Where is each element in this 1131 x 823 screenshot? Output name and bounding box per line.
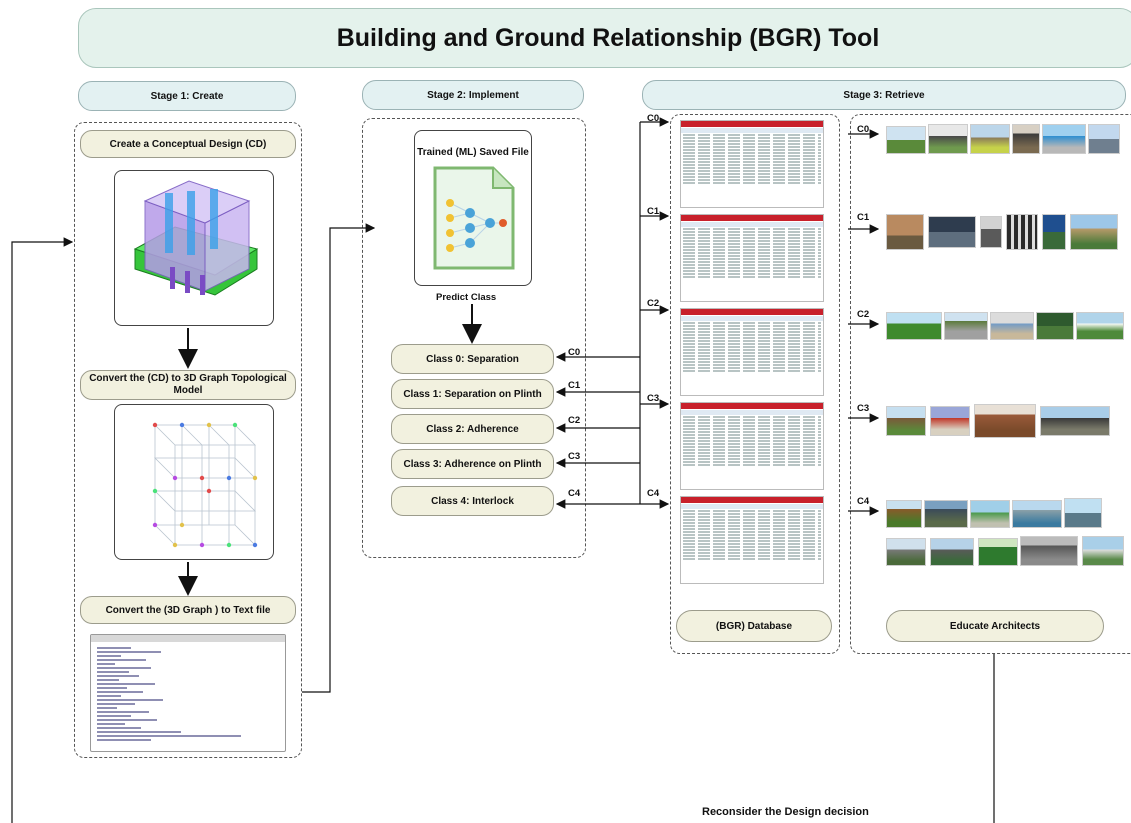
neural-network-file-icon [433,166,515,270]
building-photo [1012,124,1040,154]
img-code-c3: C3 [857,403,870,414]
convert-to-graph-step: Convert the (CD) to 3D Graph Topological… [80,370,296,400]
reconsider-design-label: Reconsider the Design decision [702,806,869,818]
building-photo [886,312,942,340]
img-code-c4: C4 [857,496,870,507]
building-photo [1088,124,1120,154]
building-photo [886,214,924,250]
educate-architects-label: Educate Architects [886,610,1104,642]
building-photo [1082,536,1124,566]
database-container [670,114,840,654]
building-photo [990,312,1034,340]
building-photo [886,406,926,436]
building-photo [930,538,974,566]
building-photo [886,126,926,154]
stage-2-label: Stage 2: Implement [362,80,584,110]
ml-file-title: Trained (ML) Saved File [417,147,529,158]
building-photo [1020,536,1078,566]
class-code-c1: C1 [568,380,581,391]
building-photo [970,124,1010,154]
building-photo [928,216,976,248]
class-4-label: Class 4: Interlock [391,486,554,516]
building-photo [1076,312,1124,340]
database-table-c0 [680,120,824,208]
building-photo [978,538,1018,566]
building-photo [974,404,1036,438]
building-photo [1042,124,1086,154]
class-code-c2: C2 [568,415,581,426]
predict-class-label: Predict Class [436,292,497,303]
images-container [850,114,1131,654]
building-photo [1036,312,1074,340]
class-0-label: Class 0: Separation [391,344,554,374]
db-code-c2: C2 [647,298,660,309]
stage-1-label: Stage 1: Create [78,81,296,111]
db-code-c0: C0 [647,113,660,124]
building-photo [1006,214,1038,250]
db-code-c4: C4 [647,488,660,499]
building-photo [970,500,1010,528]
page-title: Building and Ground Relationship (BGR) T… [78,8,1131,68]
building-photo [930,406,970,436]
stage-3-label: Stage 3: Retrieve [642,80,1126,110]
img-code-c1: C1 [857,212,870,223]
class-code-c3: C3 [568,451,581,462]
building-photo [1064,498,1102,528]
ml-file-card: Trained (ML) Saved File [414,130,532,286]
class-1-label: Class 1: Separation on Plinth [391,379,554,409]
database-table-c3 [680,402,824,490]
database-table-c1 [680,214,824,302]
img-code-c0: C0 [857,124,870,135]
img-code-c2: C2 [857,309,870,320]
database-table-c2 [680,308,824,396]
bgr-database-label: (BGR) Database [676,610,832,642]
building-photo [1070,214,1118,250]
class-code-c0: C0 [568,347,581,358]
db-code-c3: C3 [647,393,660,404]
graph-topology-image [114,404,274,560]
building-photo [1040,406,1110,436]
class-code-c4: C4 [568,488,581,499]
db-code-c1: C1 [647,206,660,217]
building-photo [944,312,988,340]
text-file-preview-image [90,634,286,752]
class-2-label: Class 2: Adherence [391,414,554,444]
building-photo [886,538,926,566]
building-photo [928,124,968,154]
class-3-label: Class 3: Adherence on Plinth [391,449,554,479]
building-photo [1012,500,1062,528]
stage-1-container [74,122,302,758]
building-photo [980,216,1002,248]
database-table-c4 [680,496,824,584]
create-conceptual-design-step: Create a Conceptual Design (CD) [80,130,296,158]
stage-2-container [362,118,586,558]
conceptual-design-model-image [114,170,274,326]
building-photo [924,500,968,528]
convert-to-text-step: Convert the (3D Graph ) to Text file [80,596,296,624]
building-photo [1042,214,1066,250]
building-photo [886,500,922,528]
